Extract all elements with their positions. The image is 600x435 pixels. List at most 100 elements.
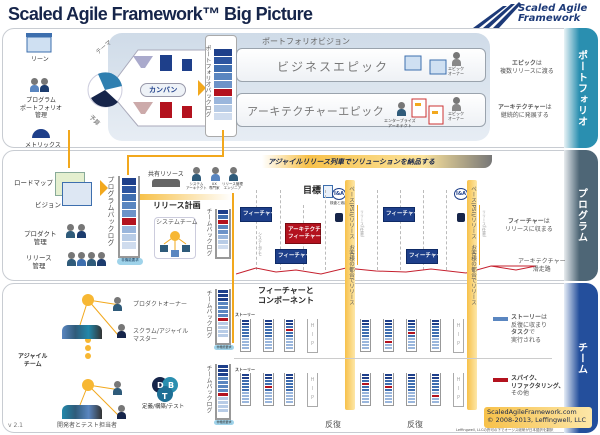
story-item [242, 320, 249, 322]
feature-card[interactable]: フィーチャー [240, 207, 276, 222]
business-epic-box[interactable]: ビジネスエピック [236, 48, 486, 82]
iteration-divider [377, 190, 378, 270]
epic-owner-icon [452, 52, 461, 66]
spike-item [385, 341, 392, 343]
feature-card[interactable]: フィーチャー [406, 249, 442, 264]
story-item [432, 344, 439, 346]
feature-component-label: フィーチャーと コンポーネント [258, 286, 314, 305]
story-item [432, 392, 439, 394]
story-item [362, 347, 369, 349]
story-legend-bold: ストーリー [511, 314, 542, 321]
story-item [265, 392, 272, 394]
architecture-epic-box[interactable]: アーキテクチャーエピック [236, 93, 486, 127]
architecture-feature-card[interactable]: アーキテクチャー フィーチャー [285, 223, 332, 245]
story-item [265, 389, 272, 391]
story-item [432, 401, 439, 403]
story-item [218, 322, 228, 325]
story-item [432, 338, 439, 340]
story-item [218, 397, 228, 400]
story-item [218, 405, 228, 408]
story-item [362, 401, 369, 403]
iteration-divider [280, 190, 281, 270]
system-team-label: システムチーム [156, 219, 198, 226]
story-item [286, 401, 293, 403]
story-item [432, 341, 439, 343]
scrum-master-label: スクラム/アジャイル マスター [133, 328, 189, 343]
release-any-label: リリース(任意) [360, 210, 365, 238]
story-item [362, 389, 369, 391]
connector-line [222, 130, 224, 157]
product-owner-icon [113, 297, 122, 311]
story-item [408, 395, 415, 397]
product-owner-icon [113, 381, 122, 395]
team-row-divider [234, 358, 552, 359]
story-item [265, 320, 272, 322]
portfolio-tab[interactable]: ポートフォリオ [564, 28, 598, 148]
story-item [432, 326, 439, 328]
epic-owner-icon [452, 97, 461, 111]
kanban-label[interactable]: カンバン [140, 83, 187, 97]
story-item [385, 329, 392, 331]
iteration-story-stack [284, 319, 295, 352]
inspect-adapt-label: 検査と適応 [330, 201, 348, 205]
story-item [408, 374, 415, 376]
story-item [218, 330, 228, 333]
story-item [408, 398, 415, 400]
metrics-gauge-icon [32, 129, 50, 138]
product-owner-label: プロダクトオーナー [133, 301, 188, 308]
story-item [385, 326, 392, 328]
shared-role-label: UX 専門家 [209, 182, 220, 191]
story-item [286, 374, 293, 376]
role-lean: リーン [31, 56, 49, 63]
team-backlog[interactable] [215, 364, 231, 420]
story-item [242, 389, 249, 391]
story-item [218, 373, 228, 376]
story-item [385, 395, 392, 397]
site-link[interactable]: ScaledAgileFramework.com [487, 408, 577, 416]
epic-owner-label: エピック オーナー [448, 111, 464, 121]
release-cadence-label: ペース(PSI)/リリース お客様の都合でリリース [470, 186, 476, 306]
feature-card[interactable]: フィーチャー [275, 249, 311, 264]
story-item [385, 374, 392, 376]
saf-logo: Scaled Agile Framework [473, 2, 587, 28]
program-backlog[interactable] [118, 176, 140, 258]
story-item [408, 320, 415, 322]
story-item [432, 335, 439, 337]
enterprise-architect-label: エンタープライズ アーキテクト [384, 118, 416, 128]
iteration-story-stack [406, 319, 417, 352]
dev-test-label: 開発者とテスト担当者 [57, 422, 118, 429]
epic-owner-label: エピック オーナー [448, 66, 464, 76]
spike-legend-swatch [493, 378, 508, 382]
weight-icon [335, 213, 343, 222]
manager-person-icon [40, 78, 49, 92]
logo-line-2: Framework [518, 13, 581, 24]
feature-card[interactable]: フィーチャー [383, 207, 419, 222]
manager-person-icon [30, 78, 39, 92]
story-item [362, 380, 369, 382]
story-item [218, 389, 228, 392]
story-item [362, 335, 369, 337]
roadmap-label: ロードマップ [14, 179, 53, 187]
story-item [286, 335, 293, 337]
spike-legend-text: その他 [511, 390, 530, 397]
story-item [432, 323, 439, 325]
story-item [218, 365, 228, 368]
story-item [362, 398, 369, 400]
story-item [218, 290, 228, 293]
story-item [265, 329, 272, 331]
task-legend-text: で 実行される [511, 329, 542, 344]
epic-note-text: は 複数リリースに渡る [500, 60, 554, 75]
story-item [286, 377, 293, 379]
story-item [242, 344, 249, 346]
story-item [265, 323, 272, 325]
story-item [218, 377, 228, 380]
team-backlog[interactable] [215, 289, 231, 345]
story-item [286, 332, 293, 334]
agile-team-label: アジャイル チーム [18, 353, 48, 368]
program-team-backlog[interactable] [215, 209, 231, 259]
program-tab[interactable]: プログラム [564, 150, 598, 281]
iteration-story-stack [240, 319, 251, 352]
team-nfr-label: 非機能要求 [214, 345, 234, 350]
release-engineer-icon [229, 167, 238, 181]
story-item [286, 389, 293, 391]
